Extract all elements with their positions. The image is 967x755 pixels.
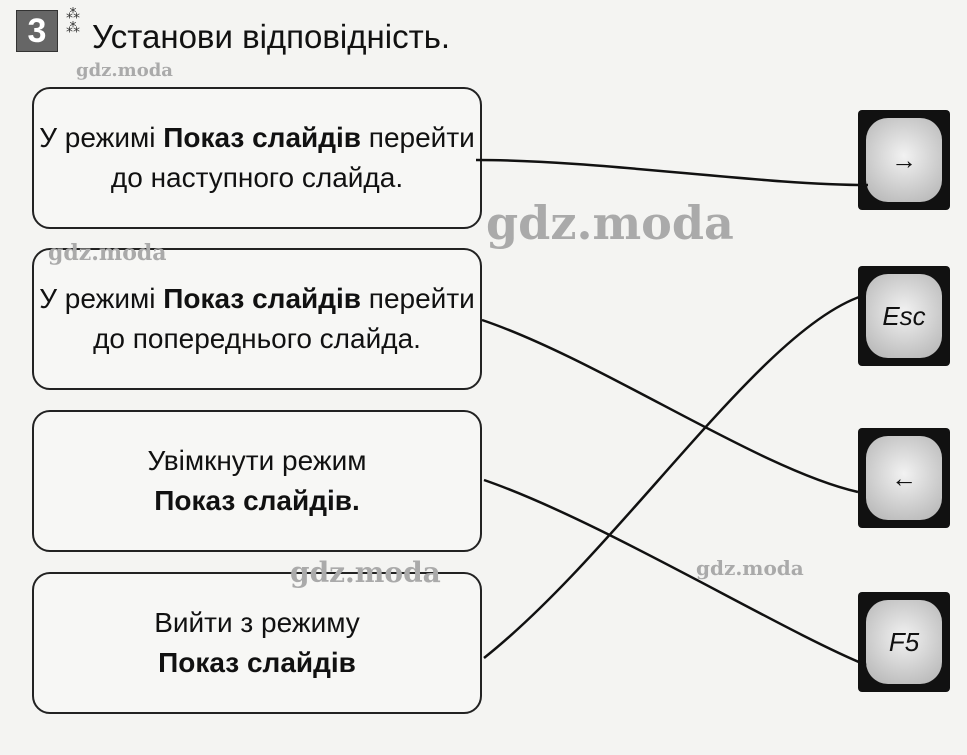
key-esc: Esc	[858, 266, 950, 366]
watermark: gdz.moda	[486, 196, 734, 250]
watermark: gdz.moda	[76, 60, 173, 81]
watermark: gdz.moda	[696, 556, 804, 580]
exercise-title: Установи відповідність.	[92, 18, 451, 55]
key-left-arrow: ←	[858, 428, 950, 528]
task-box-4: Вийти з режиму Показ слайдів	[32, 572, 482, 714]
task-box-2: У режимі Показ слайдів перейти до попере…	[32, 248, 482, 390]
watermark: gdz.moda	[290, 556, 441, 589]
watermark: gdz.moda	[48, 240, 167, 266]
key-right-arrow: →	[858, 110, 950, 210]
exercise-number: 3	[16, 10, 58, 52]
task-box-1: У режимі Показ слайдів перейти до наступ…	[32, 87, 482, 229]
key-f5: F5	[858, 592, 950, 692]
task-box-3: Увімкнути режим Показ слайдів.	[32, 410, 482, 552]
line-start-show	[483, 478, 867, 667]
line-next-slide	[475, 158, 869, 187]
line-exit-show	[483, 294, 863, 659]
line-prev-slide	[481, 318, 859, 494]
difficulty-stars-icon: ⁂⁂	[66, 5, 80, 35]
